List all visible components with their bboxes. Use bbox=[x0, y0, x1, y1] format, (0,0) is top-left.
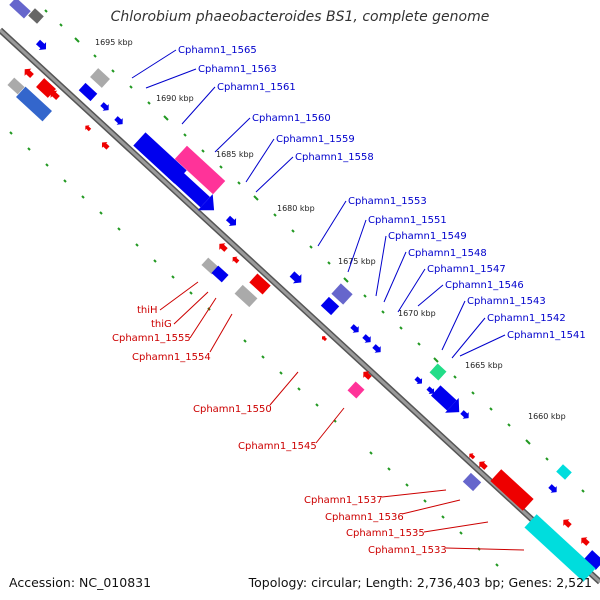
gene-label[interactable]: Cphamn1_1554 bbox=[132, 352, 211, 363]
kbp-label: 1690 kbp bbox=[156, 94, 194, 103]
gene-label[interactable]: Cphamn1_1563 bbox=[198, 64, 277, 75]
gene-label[interactable]: Cphamn1_1550 bbox=[193, 404, 272, 415]
kbp-label: 1660 kbp bbox=[528, 412, 566, 421]
reverse-gene-labels: thiH thiG Cphamn1_1555 Cphamn1_1554 Cpha… bbox=[112, 305, 447, 556]
kbp-label: 1695 kbp bbox=[95, 38, 133, 47]
gene-label[interactable]: thiH bbox=[137, 305, 158, 316]
gene-label[interactable]: Cphamn1_1537 bbox=[304, 495, 383, 506]
kbp-label: 1685 kbp bbox=[216, 150, 254, 159]
tick-track-inner bbox=[44, 9, 585, 493]
gene-label[interactable]: Cphamn1_1549 bbox=[388, 231, 467, 242]
reverse-features bbox=[7, 65, 596, 582]
gene-label[interactable]: Cphamn1_1542 bbox=[487, 313, 566, 324]
gene-label[interactable]: Cphamn1_1560 bbox=[252, 113, 331, 124]
gene-label[interactable]: Cphamn1_1551 bbox=[368, 215, 447, 226]
kbp-label: 1680 kbp bbox=[277, 204, 315, 213]
gene-label[interactable]: Cphamn1_1536 bbox=[325, 512, 404, 523]
gene-label[interactable]: Cphamn1_1559 bbox=[276, 134, 355, 145]
gene-label[interactable]: Cphamn1_1533 bbox=[368, 545, 447, 556]
gene-label[interactable]: Cphamn1_1558 bbox=[295, 152, 374, 163]
gene-label[interactable]: Cphamn1_1565 bbox=[178, 45, 257, 56]
forward-leader-lines bbox=[131, 49, 506, 359]
gene-label[interactable]: Cphamn1_1545 bbox=[238, 441, 317, 452]
topology-label: Topology: circular; Length: 2,736,403 bp… bbox=[248, 575, 592, 590]
gene-label[interactable]: Cphamn1_1535 bbox=[346, 528, 425, 539]
map-title: Chlorobium phaeobacteroides BS1, complet… bbox=[110, 9, 490, 25]
forward-features bbox=[9, 0, 600, 570]
kbp-label: 1670 kbp bbox=[398, 309, 436, 318]
gene-label[interactable]: Cphamn1_1548 bbox=[408, 248, 487, 259]
gene-label[interactable]: Cphamn1_1541 bbox=[507, 330, 586, 341]
forward-gene-labels: Cphamn1_1565 Cphamn1_1563 Cphamn1_1561 C… bbox=[178, 45, 586, 341]
gene-label[interactable]: Cphamn1_1546 bbox=[445, 280, 524, 291]
gene-label[interactable]: Cphamn1_1561 bbox=[217, 82, 296, 93]
gene-label[interactable]: Cphamn1_1547 bbox=[427, 264, 506, 275]
gene-label[interactable]: Cphamn1_1543 bbox=[467, 296, 546, 307]
reverse-leader-lines bbox=[159, 281, 525, 551]
gene-label[interactable]: Cphamn1_1553 bbox=[348, 196, 427, 207]
kbp-label: 1675 kbp bbox=[338, 257, 376, 266]
gene-label[interactable]: Cphamn1_1555 bbox=[112, 333, 191, 344]
gene-label[interactable]: thiG bbox=[151, 319, 172, 330]
accession-label: Accession: NC_010831 bbox=[9, 575, 152, 590]
kbp-label: 1665 kbp bbox=[465, 361, 503, 370]
